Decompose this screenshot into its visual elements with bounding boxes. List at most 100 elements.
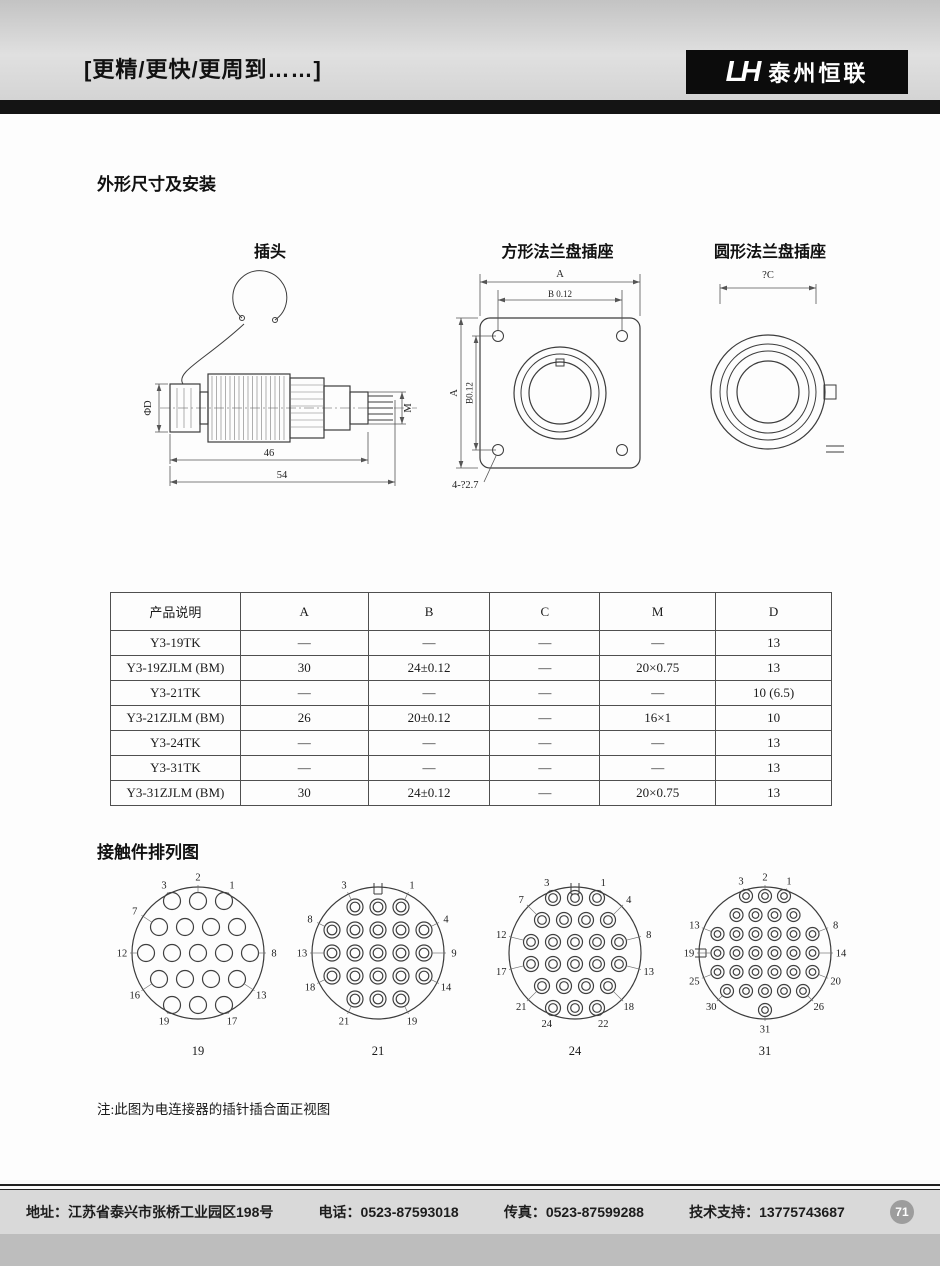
pin-number-label: 19 (159, 1016, 170, 1027)
pin-number-label: 4 (443, 915, 449, 926)
pin-number-label: 2 (762, 873, 767, 884)
pin-number-label: 8 (271, 949, 276, 960)
value-cell: — (367, 680, 491, 706)
logo-lh-mark: LH (725, 55, 762, 88)
pin-number-label: 3 (738, 876, 743, 887)
table-row: Y3-24TK————13 (110, 730, 832, 756)
pin-number-label: 22 (598, 1019, 609, 1030)
pin-number-label: 3 (544, 878, 549, 889)
pin-number-label: 17 (227, 1016, 238, 1027)
pin-number-label: 18 (305, 982, 316, 993)
pin-number-label: 1 (601, 878, 606, 889)
square-flange-figure: A B 0.12 A B0.12 4-?2.7 (449, 269, 641, 491)
value-cell: — (239, 730, 369, 756)
value-cell: 20±0.12 (367, 705, 491, 731)
contact-diagram-caption: 31 (758, 1044, 772, 1058)
column-header: C (489, 592, 601, 631)
value-cell: 20×0.75 (599, 780, 717, 806)
pin-number-label: 12 (117, 949, 128, 960)
pin-number-label: 8 (646, 930, 651, 941)
contact-diagram-caption: 19 (191, 1044, 205, 1058)
product-name-cell: Y3-21ZJLM (BM) (110, 705, 241, 731)
pin-number-label: 8 (833, 920, 838, 931)
page-number-badge: 71 (889, 1200, 914, 1224)
value-cell: 10 (6.5) (715, 680, 832, 706)
value-cell: 13 (715, 630, 832, 656)
header-slogan: [更精/更快/更周到……] (84, 57, 322, 82)
table-row: Y3-19TK————13 (110, 630, 832, 656)
column-header: M (599, 592, 717, 631)
plug-dim-diameter: ΦD (143, 400, 154, 416)
column-header: D (715, 592, 832, 631)
pin-number-label: 13 (643, 967, 654, 978)
pin-number-label: 8 (307, 915, 312, 926)
square-dim-a-left: A (449, 389, 460, 397)
footer-fax: 传真：0523-87599288 (503, 1204, 644, 1220)
footer-support: 技术支持：13775743687 (689, 1204, 845, 1220)
pin-number-label: 13 (297, 949, 308, 960)
pin-number-label: 24 (542, 1019, 553, 1030)
round-flange-figure: ?C (710, 270, 844, 453)
value-cell: 30 (239, 780, 369, 806)
value-cell: — (489, 730, 601, 756)
column-header: B (367, 592, 491, 631)
pin-number-label: 9 (451, 949, 456, 960)
product-name-cell: Y3-21TK (110, 680, 241, 706)
square-dim-a-top: A (556, 269, 564, 280)
column-header: 产品说明 (110, 592, 241, 631)
square-flange-block: 方形法兰盘插座 A B 0.12 (449, 238, 665, 492)
section-title-contacts: 接触件排列图 (97, 843, 199, 862)
value-cell: — (599, 630, 717, 656)
company-logo: LH 泰州恒联 (686, 50, 908, 94)
value-cell: — (489, 630, 601, 656)
column-header: A (239, 592, 369, 631)
pin-number-label: 21 (516, 1002, 527, 1013)
pin-number-label: 31 (760, 1025, 771, 1036)
value-cell: — (489, 780, 601, 806)
pin-number-label: 7 (519, 895, 524, 906)
value-cell: — (599, 755, 717, 781)
pin-number-label: 16 (130, 991, 141, 1002)
value-cell: — (599, 730, 717, 756)
page-header: [更精/更快/更周到……] LH 泰州恒联 (0, 0, 940, 100)
pin-number-label: 2 (195, 873, 200, 884)
pin-number-label: 19 (407, 1016, 418, 1027)
value-cell: 16×1 (599, 705, 717, 731)
footer-address: 地址：江苏省泰兴市张桥工业园区198号 (26, 1204, 274, 1220)
round-dim-c: ?C (762, 270, 774, 281)
pin-number-label: 4 (626, 895, 632, 906)
value-cell: 13 (715, 755, 832, 781)
pin-number-label: 14 (836, 949, 847, 960)
pin-number-label: 3 (341, 881, 346, 892)
header-divider-bar (0, 100, 940, 114)
plug-dim-thread: M (403, 403, 414, 413)
product-name-cell: Y3-24TK (110, 730, 241, 756)
plug-dim-46: 46 (264, 448, 275, 459)
value-cell: 10 (715, 705, 832, 731)
product-name-cell: Y3-19ZJLM (BM) (110, 655, 241, 681)
square-holes-label: 4-?2.7 (452, 480, 479, 491)
value-cell: 13 (715, 780, 832, 806)
value-cell: — (239, 680, 369, 706)
value-cell: 20×0.75 (599, 655, 717, 681)
page-footer: 地址：江苏省泰兴市张桥工业园区198号 电话：0523-87593018 传真：… (0, 1190, 940, 1234)
pin-number-label: 12 (496, 930, 507, 941)
contact-diagram-caption: 21 (371, 1044, 385, 1058)
pin-number-label: 17 (496, 967, 507, 978)
pin-number-label: 18 (623, 1002, 634, 1013)
pin-number-label: 1 (409, 881, 414, 892)
figure-note: 注:此图为电连接器的插针插合面正视图 (97, 1102, 331, 1117)
table-row: Y3-31TK————13 (110, 755, 832, 781)
pin-number-label: 1 (786, 876, 791, 887)
value-cell: — (599, 680, 717, 706)
pin-number-label: 13 (689, 920, 700, 931)
